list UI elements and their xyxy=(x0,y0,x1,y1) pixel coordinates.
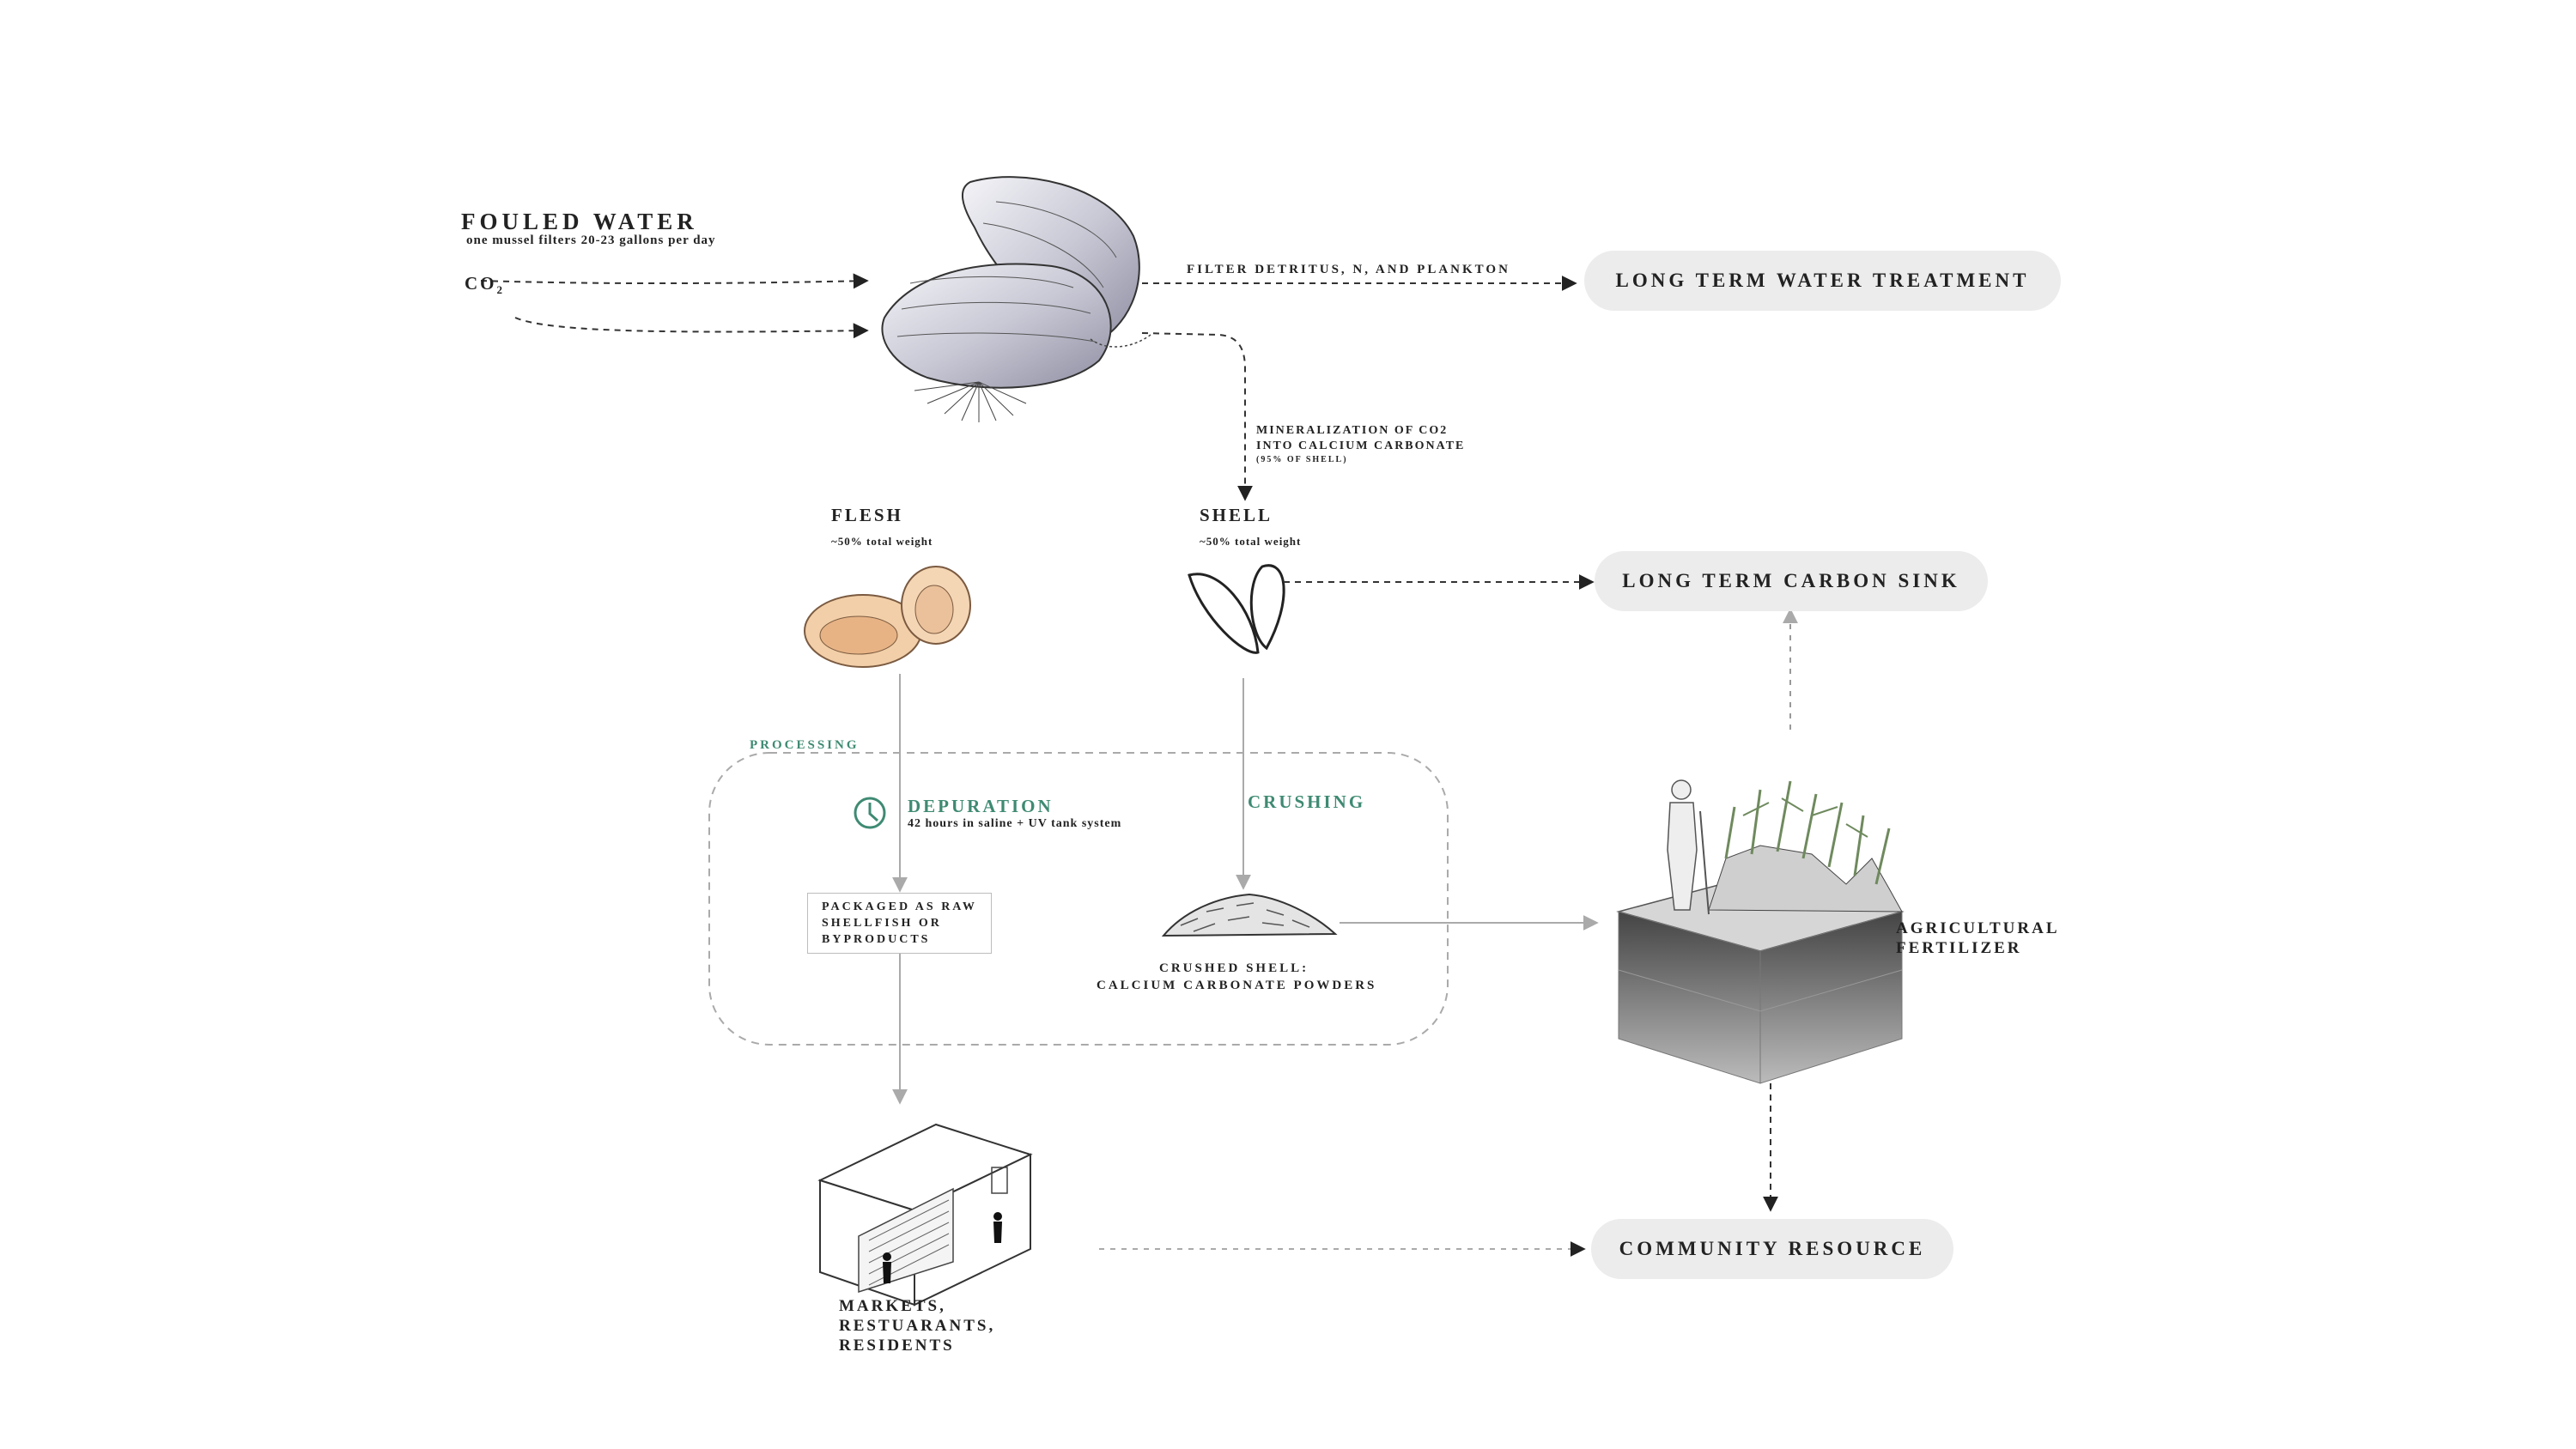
processing-label: PROCESSING xyxy=(750,738,860,752)
clock-icon xyxy=(854,797,886,829)
crushed-shell-pile xyxy=(1161,893,1338,937)
crushing-title: CRUSHING xyxy=(1248,791,1366,812)
crushed-shell-sublabel: CALCIUM CARBONATE POWDERS xyxy=(1097,979,1377,992)
shell-illustration xyxy=(1188,564,1285,654)
shell-weight: ~50% total weight xyxy=(1200,535,1302,548)
crushed-shell-label: CRUSHED SHELL: xyxy=(1159,961,1309,975)
fouled-water-arrow xyxy=(480,273,869,289)
fertilizer-label: AGRICULTURAL FERTILIZER xyxy=(1896,919,2060,957)
mineralization-line2: INTO CALCIUM CARBONATE xyxy=(1256,440,1466,452)
mineralization-line1: MINERALIZATION OF CO2 xyxy=(1256,424,1449,437)
fouled-water-note: one mussel filters 20-23 gallons per day xyxy=(466,233,716,247)
market-building xyxy=(817,1123,1033,1307)
person-figure xyxy=(993,1212,1002,1243)
co2-subscript: 2 xyxy=(496,283,505,297)
co2-label: CO2 xyxy=(465,273,505,297)
community-resource-pill: COMMUNITY RESOURCE xyxy=(1591,1219,1953,1279)
farmer-figure xyxy=(1667,779,1710,915)
shell-title: SHELL xyxy=(1200,505,1273,525)
processing-frame xyxy=(708,752,1449,1046)
water-treatment-pill: LONG TERM WATER TREATMENT xyxy=(1584,251,2061,311)
packaged-box: PACKAGED AS RAW SHELLFISH OR BYPRODUCTS xyxy=(807,893,992,954)
flesh-title: FLESH xyxy=(831,505,903,525)
mussel-illustration xyxy=(881,176,1151,422)
fouled-water-title: FOULED WATER xyxy=(461,209,698,234)
mineralization-note: (95% OF SHELL) xyxy=(1256,455,1348,464)
agricultural-block xyxy=(1616,779,1905,1084)
depuration-note: 42 hours in saline + UV tank system xyxy=(908,817,1122,830)
flesh-illustration xyxy=(804,566,971,668)
filter-label: FILTER DETRITUS, N, AND PLANKTON xyxy=(1187,263,1510,276)
depuration-title: DEPURATION xyxy=(908,796,1054,816)
carbon-sink-pill: LONG TERM CARBON SINK xyxy=(1595,551,1988,611)
mineralization-arrow xyxy=(1141,332,1253,501)
markets-label: MARKETS, RESTUARANTS, RESIDENTS xyxy=(839,1297,996,1355)
flesh-weight: ~50% total weight xyxy=(831,535,933,548)
co2-text: CO xyxy=(465,273,497,294)
person-figure xyxy=(883,1252,891,1283)
co2-arrow xyxy=(514,317,869,339)
